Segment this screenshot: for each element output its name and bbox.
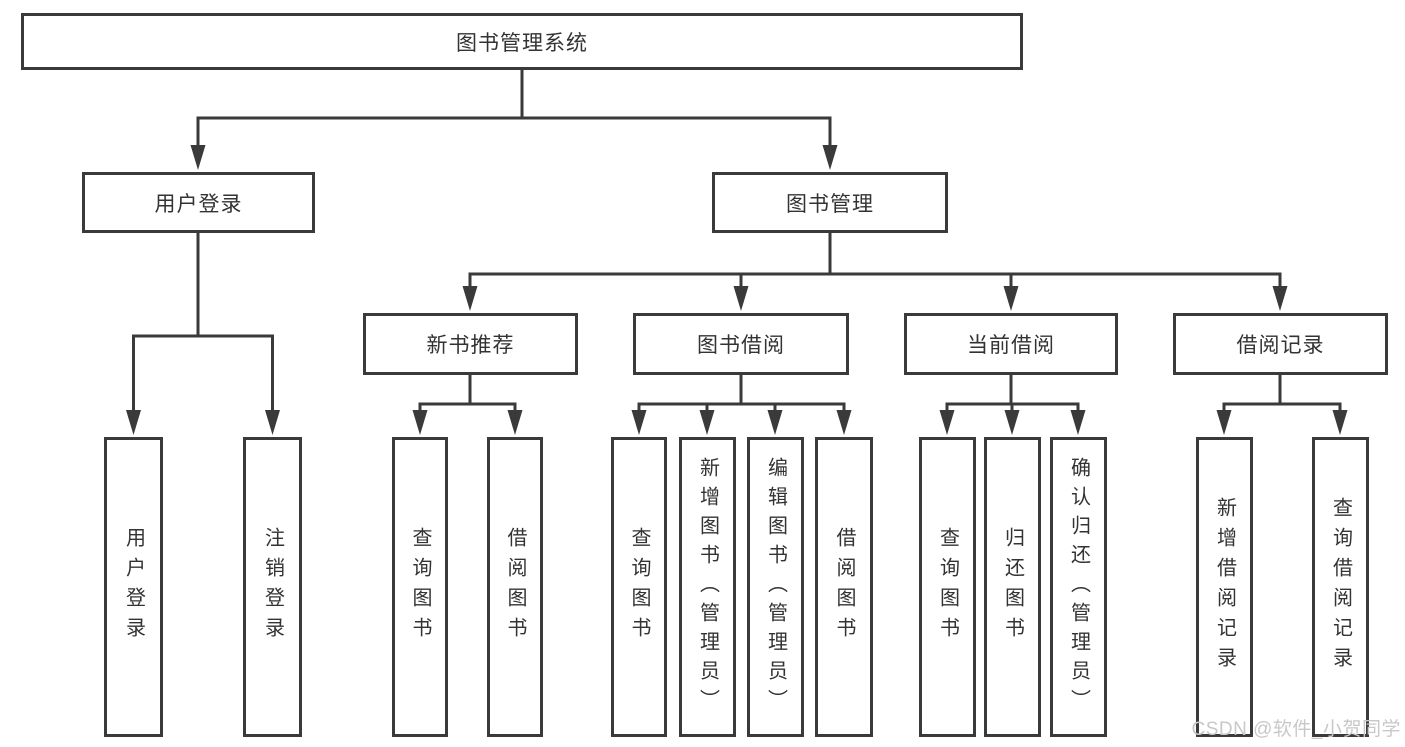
- node-book-borrowing-label: 图书借阅: [697, 334, 785, 357]
- leaf-records-add-record: 新增借阅记录: [1196, 437, 1253, 737]
- arrowhead: [631, 410, 647, 435]
- leaf-newbook-borrow-book-label: 借阅图书: [504, 527, 526, 647]
- arrowhead: [507, 410, 523, 435]
- leaf-records-query-record-label: 查询借阅记录: [1329, 497, 1352, 677]
- leaf-borrowing-borrow-book: 借阅图书: [815, 437, 873, 737]
- leaf-user-login: 用户登录: [104, 437, 163, 737]
- leaf-user-login-label: 用户登录: [122, 527, 145, 647]
- leaf-current-confirm-return-admin-label: 确认归还（管理员）: [1067, 456, 1090, 718]
- arrowhead: [265, 410, 280, 435]
- node-borrowing-records-label: 借阅记录: [1236, 334, 1325, 357]
- leaf-borrowing-borrow-book-label: 借阅图书: [833, 527, 855, 647]
- arrowhead: [822, 145, 838, 170]
- connector-records-to-leaves: [1222, 373, 1342, 414]
- node-borrowing-records: 借阅记录: [1173, 313, 1388, 375]
- leaf-borrowing-edit-book-admin-label: 编辑图书（管理员）: [764, 456, 787, 718]
- leaf-logout: 注销登录: [243, 437, 302, 737]
- node-user-login: 用户登录: [82, 172, 315, 233]
- leaf-records-query-record: 查询借阅记录: [1312, 437, 1369, 737]
- arrowhead: [699, 410, 715, 435]
- csdn-watermark: CSDN @软件_小贺同学: [1191, 719, 1401, 740]
- node-book-management-label: 图书管理: [786, 192, 874, 216]
- arrowhead: [836, 410, 852, 435]
- arrowhead: [733, 286, 749, 311]
- leaf-newbook-query-book-label: 查询图书: [409, 527, 431, 647]
- node-user-login-label: 用户登录: [154, 192, 243, 216]
- node-current-borrowing: 当前借阅: [904, 313, 1118, 375]
- arrowhead: [462, 286, 478, 311]
- node-current-borrowing-label: 当前借阅: [967, 334, 1055, 357]
- arrowhead: [190, 145, 206, 170]
- node-book-management: 图书管理: [712, 172, 948, 233]
- arrowhead: [1003, 286, 1019, 311]
- leaf-borrowing-edit-book-admin: 编辑图书（管理员）: [747, 437, 804, 737]
- node-root-label: 图书管理系统: [456, 31, 588, 55]
- node-new-book-recommendation: 新书推荐: [363, 313, 578, 375]
- leaf-borrowing-query-book-label: 查询图书: [628, 527, 650, 647]
- connector-newbook-to-leaves: [418, 373, 517, 414]
- node-new-book-recommendation-label: 新书推荐: [426, 334, 515, 357]
- leaf-current-return-book: 归还图书: [984, 437, 1041, 737]
- arrowhead: [1216, 410, 1232, 435]
- arrowhead: [1070, 410, 1086, 435]
- leaf-newbook-borrow-book: 借阅图书: [487, 437, 543, 737]
- leaf-borrowing-add-book-admin-label: 新增图书（管理员）: [696, 456, 719, 718]
- node-root: 图书管理系统: [21, 13, 1023, 70]
- arrowhead: [126, 410, 141, 435]
- leaf-newbook-query-book: 查询图书: [392, 437, 448, 737]
- leaf-borrowing-add-book-admin: 新增图书（管理员）: [679, 437, 736, 737]
- arrowheads: [126, 145, 1348, 435]
- arrowhead: [767, 410, 783, 435]
- leaf-current-query-book-label: 查询图书: [936, 527, 959, 647]
- leaf-current-query-book: 查询图书: [919, 437, 976, 737]
- arrowhead: [939, 410, 955, 435]
- leaf-logout-label: 注销登录: [261, 527, 284, 647]
- connector-login-to-leaves: [132, 231, 274, 414]
- leaf-current-confirm-return-admin: 确认归还（管理员）: [1050, 437, 1107, 737]
- connector-borrow-to-leaves: [637, 373, 846, 414]
- arrowhead: [1004, 410, 1020, 435]
- node-book-borrowing: 图书借阅: [633, 313, 849, 375]
- arrowhead: [1332, 410, 1348, 435]
- leaf-borrowing-query-book: 查询图书: [611, 437, 667, 737]
- arrowhead: [1272, 286, 1288, 311]
- arrowhead: [412, 410, 428, 435]
- connector-current-to-leaves: [945, 373, 1080, 414]
- leaf-current-return-book-label: 归还图书: [1001, 527, 1024, 647]
- leaf-records-add-record-label: 新增借阅记录: [1213, 497, 1236, 677]
- connector-root-to-level2: [196, 68, 832, 149]
- connector-mgmt-to-level3: [468, 231, 1282, 290]
